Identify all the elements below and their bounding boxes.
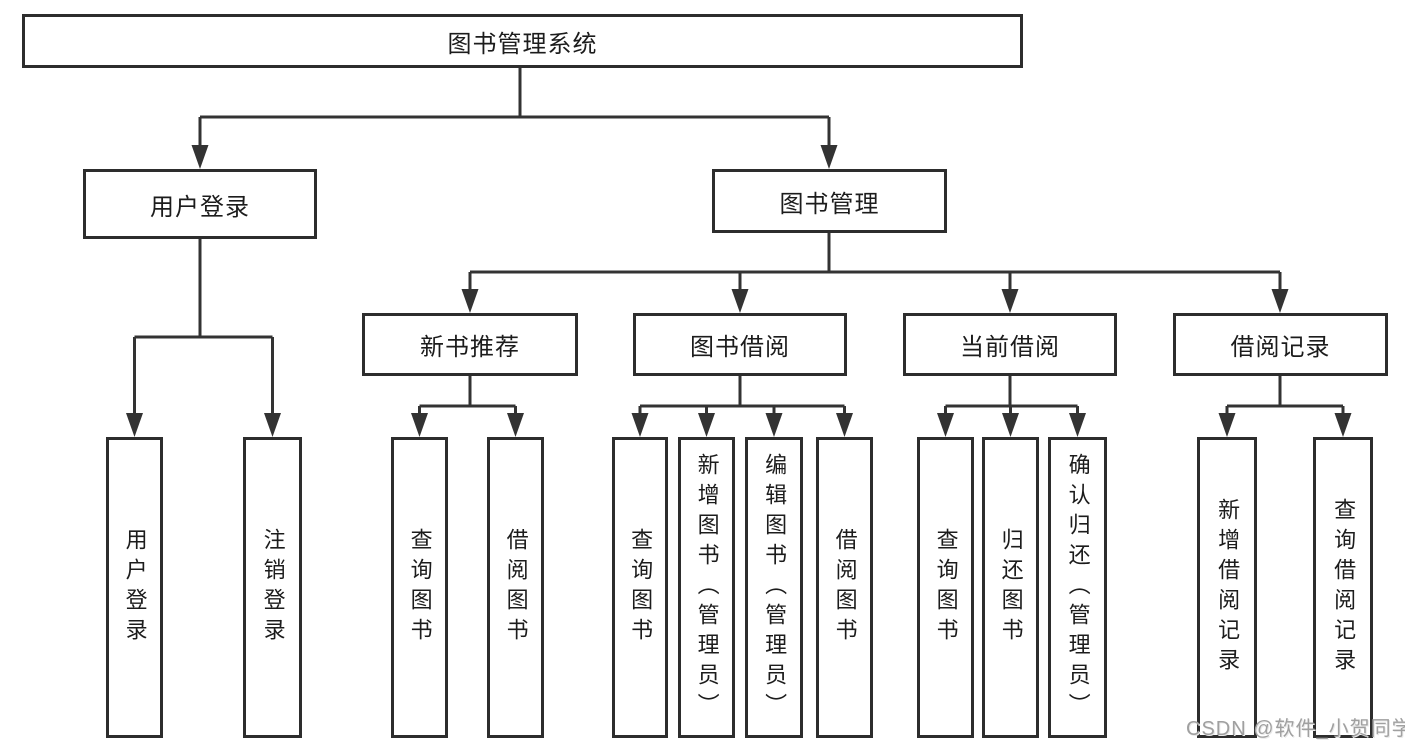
leaf-confirm-return-admin: 确认归还（管理员）: [1048, 437, 1107, 738]
node-label: 用户登录: [150, 193, 250, 221]
node-label: 借阅图书: [503, 527, 529, 648]
node-book-borrowing: 图书借阅: [633, 313, 847, 376]
node-label: 查询借阅记录: [1331, 497, 1357, 678]
node-label: 当前借阅: [960, 334, 1060, 361]
leaf-borrow-book-2: 借阅图书: [816, 437, 873, 738]
node-label: 图书借阅: [690, 334, 790, 361]
node-label: 用户登录: [122, 527, 148, 648]
node-label: 新书推荐: [420, 334, 520, 361]
node-label: 编辑图书（管理员）: [762, 452, 788, 723]
node-label: 借阅图书: [832, 527, 858, 648]
leaf-query-book-3: 查询图书: [917, 437, 974, 738]
leaf-logout: 注销登录: [243, 437, 302, 738]
node-current-borrowing: 当前借阅: [903, 313, 1117, 376]
node-label: 查询图书: [407, 527, 433, 648]
leaf-add-borrow-record: 新增借阅记录: [1197, 437, 1257, 738]
node-library-management-system: 图书管理系统: [22, 14, 1023, 68]
watermark: CSDN @软件_小贺同学: [1186, 718, 1405, 740]
leaf-query-book-2: 查询图书: [612, 437, 668, 738]
node-label: 查询图书: [933, 527, 959, 648]
node-label: 查询图书: [628, 527, 654, 648]
leaf-user-login: 用户登录: [106, 437, 163, 738]
node-borrowing-records: 借阅记录: [1173, 313, 1388, 376]
node-user-login: 用户登录: [83, 169, 317, 239]
leaf-query-book-1: 查询图书: [391, 437, 448, 738]
node-new-book-recommendation: 新书推荐: [362, 313, 578, 376]
node-label: 注销登录: [260, 527, 286, 648]
node-label: 借阅记录: [1230, 334, 1331, 361]
leaf-add-book-admin: 新增图书（管理员）: [678, 437, 735, 738]
node-label: 归还图书: [998, 527, 1024, 648]
node-label: 图书管理: [779, 190, 880, 218]
node-book-management: 图书管理: [712, 169, 947, 233]
node-label: 新增图书（管理员）: [694, 452, 720, 723]
leaf-query-borrow-record: 查询借阅记录: [1313, 437, 1373, 738]
arrowhead-icons: [126, 145, 1352, 437]
leaf-borrow-book-1: 借阅图书: [487, 437, 544, 738]
leaf-return-book: 归还图书: [982, 437, 1039, 738]
node-label: 新增借阅记录: [1215, 497, 1241, 678]
leaf-edit-book-admin: 编辑图书（管理员）: [745, 437, 803, 738]
connector-strokes: [133, 68, 1345, 418]
node-label: 确认归还（管理员）: [1065, 452, 1091, 723]
node-label: 图书管理系统: [447, 30, 598, 58]
